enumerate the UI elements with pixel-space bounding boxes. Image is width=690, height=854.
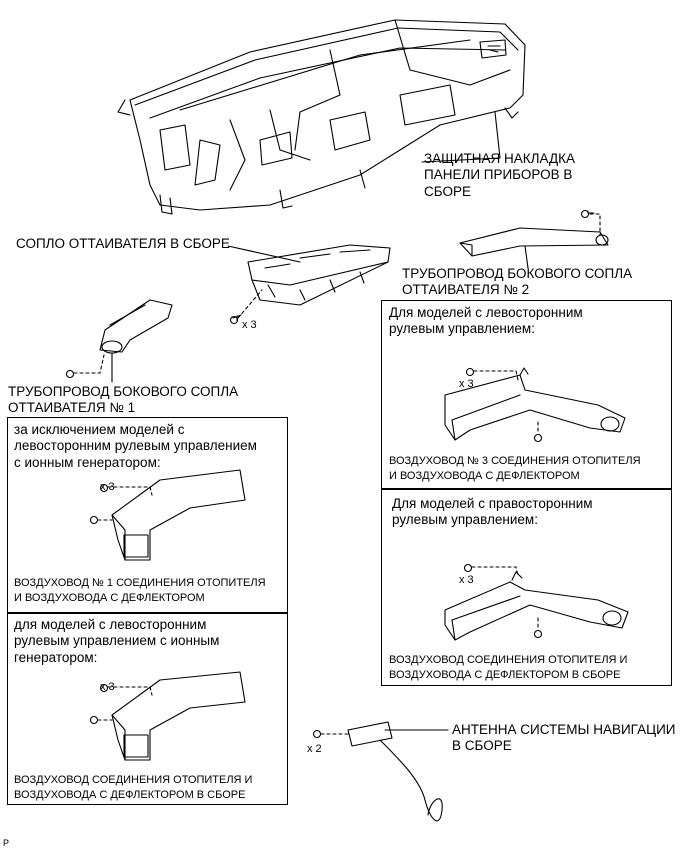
rhd-box-qty: x 3 xyxy=(459,574,474,586)
lhd-ion-box-part-label: ВОЗДУХОВОД СОЕДИНЕНИЯ ОТОПИТЕЛЯ И ВОЗДУХ… xyxy=(14,774,253,801)
lhd-duct-drawing xyxy=(444,367,626,443)
except-ion-box-qty: x 3 xyxy=(100,481,115,493)
lhd-ion-variant-box xyxy=(7,613,288,805)
side-duct-1-drawing xyxy=(65,299,173,383)
lhd-ion-duct-drawing xyxy=(89,671,246,761)
except-ion-box-title: за исключением моделей с левосторонним р… xyxy=(14,422,257,470)
lhd-box-qty: x 3 xyxy=(459,378,474,390)
lhd-box-part-label: ВОЗДУХОВОД № 3 СОЕДИНЕНИЯ ОТОПИТЕЛЯ И ВО… xyxy=(389,455,641,482)
except-ion-box-part-label: ВОЗДУХОВОД № 1 СОЕДИНЕНИЯ ОТОПИТЕЛЯ И ВО… xyxy=(14,577,266,604)
nozzle-qty-label: x 3 xyxy=(242,319,257,331)
side-duct-2-drawing xyxy=(459,209,609,269)
lhd-ion-box-qty: x 3 xyxy=(100,681,115,693)
except-ion-duct-drawing xyxy=(89,469,246,561)
rhd-variant-box xyxy=(381,489,672,686)
lhd-ion-box-title: для моделей с левосторонним рулевым упра… xyxy=(14,617,220,665)
figure-code: P xyxy=(3,838,10,848)
dash-panel-label: ЗАЩИТНАЯ НАКЛАДКА ПАНЕЛИ ПРИБОРОВ В СБОР… xyxy=(424,151,575,199)
defroster-nozzle-label: СОПЛО ОТТАИВАТЕЛЯ В СБОРЕ xyxy=(16,236,230,251)
rhd-duct-drawing xyxy=(444,563,629,641)
antenna-qty-label: x 2 xyxy=(307,743,322,755)
side-duct-2-label: ТРУБОПРОВОД БОКОВОГО СОПЛА ОТТАИВАТЕЛЯ №… xyxy=(402,266,633,298)
rhd-box-part-label: ВОЗДУХОВОД СОЕДИНЕНИЯ ОТОПИТЕЛЯ И ВОЗДУХ… xyxy=(389,654,628,681)
defroster-nozzle-drawing xyxy=(227,244,391,325)
lhd-variant-box xyxy=(381,300,672,489)
except-ion-variant-box xyxy=(7,417,288,613)
rhd-box-title: Для моделей с правосторонним рулевым упр… xyxy=(392,496,593,528)
side-duct-1-label: ТРУБОПРОВОД БОКОВОГО СОПЛА ОТТАИВАТЕЛЯ №… xyxy=(8,384,239,416)
antenna-drawing xyxy=(312,721,449,822)
lhd-box-title: Для моделей с левосторонним рулевым упра… xyxy=(389,305,583,337)
instrument-panel-drawing xyxy=(117,19,526,215)
antenna-label: АНТЕННА СИСТЕМЫ НАВИГАЦИИ В СБОРЕ xyxy=(452,722,676,754)
